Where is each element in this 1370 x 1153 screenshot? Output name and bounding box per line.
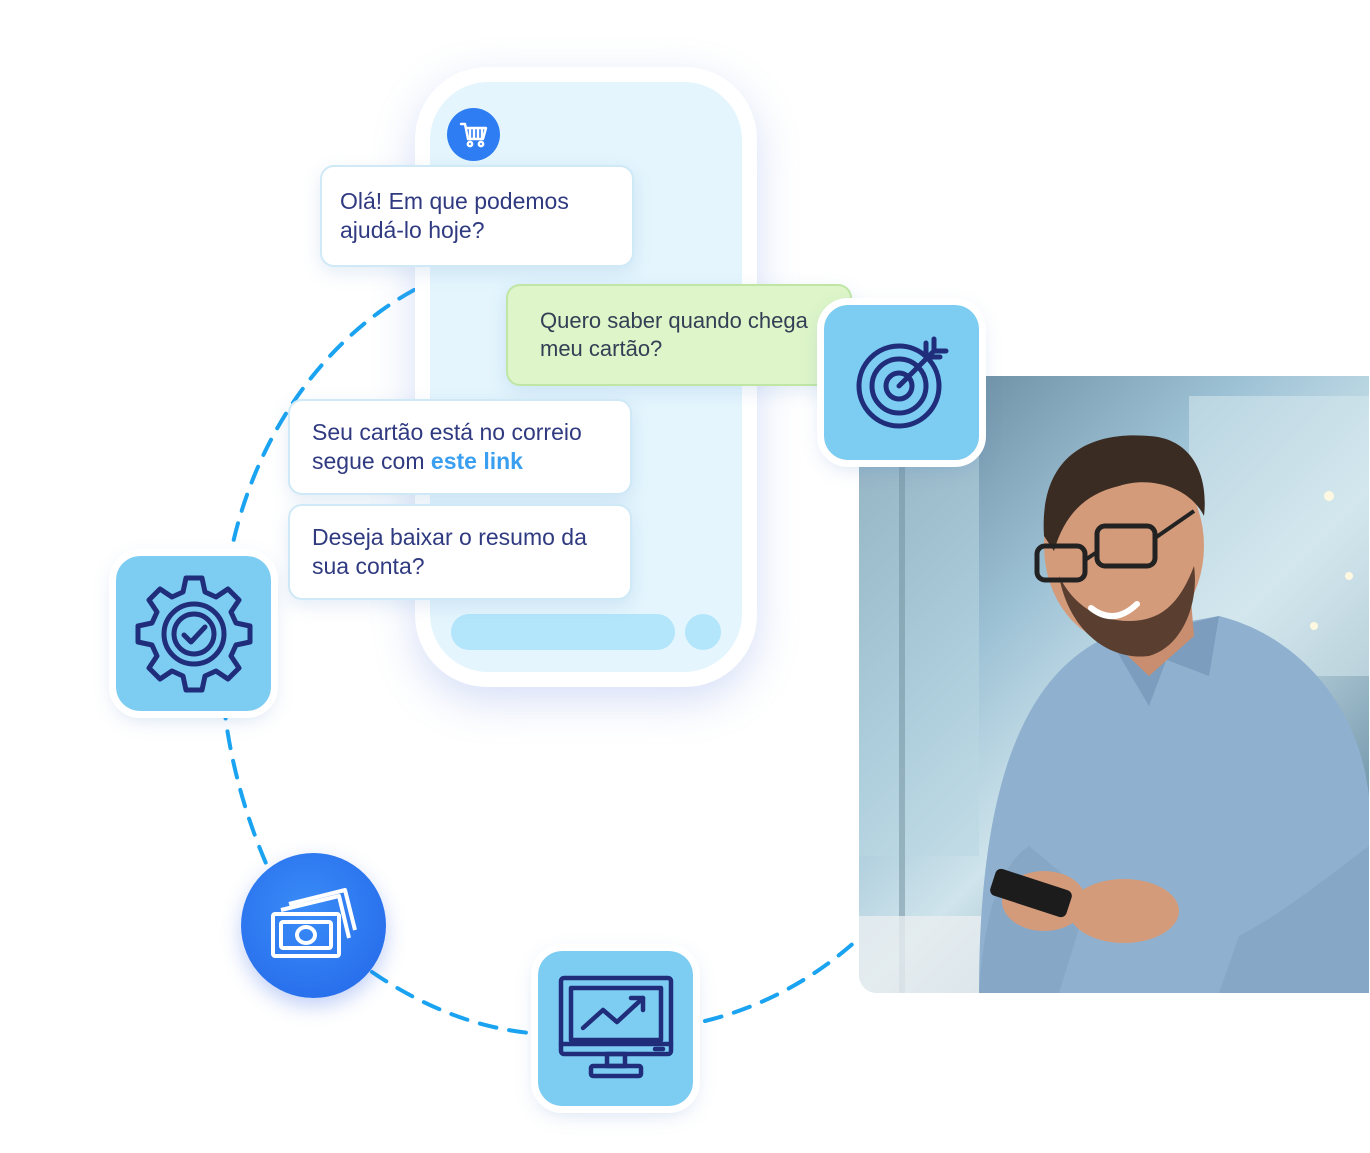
orbit-arc <box>703 938 859 1023</box>
gear-check-icon <box>135 575 252 692</box>
analytics-tile[interactable] <box>531 944 700 1113</box>
target-icon <box>856 336 948 428</box>
target-tile[interactable] <box>817 298 986 467</box>
chat-bubble-bot: Olá! Em que podemos ajudá-lo hoje? <box>320 165 634 267</box>
money-bills-icon <box>270 887 357 958</box>
chat-text: Olá! Em que podemos <box>340 188 569 214</box>
growth-chart-monitor-icon <box>558 975 673 1078</box>
orbit-arc <box>218 288 416 870</box>
chat-text: meu cartão? <box>540 336 663 361</box>
chat-bubble-user: Quero saber quando chega meu cartão? <box>506 284 852 386</box>
payments-circle[interactable] <box>241 853 386 998</box>
message-input[interactable] <box>451 614 675 650</box>
card-tracking-link[interactable]: este link <box>430 448 523 474</box>
chat-text: Quero saber quando chega <box>540 308 808 333</box>
chat-text: ajudá-lo hoje? <box>340 217 485 243</box>
chat-text: Deseja baixar o resumo da <box>312 524 587 550</box>
chat-text-line: segue com este link <box>312 447 608 476</box>
chat-text: Seu cartão está no correio <box>312 419 582 445</box>
chat-text: sua conta? <box>312 553 425 579</box>
chat-bubble-bot: Seu cartão está no correio segue com est… <box>288 399 632 495</box>
settings-tile[interactable] <box>109 549 278 718</box>
chat-text: segue com <box>312 448 425 474</box>
orbit-arc <box>370 970 532 1035</box>
man-using-phone-photo <box>859 376 1369 993</box>
shopping-cart-icon[interactable] <box>447 108 500 161</box>
chat-bubble-bot: Deseja baixar o resumo da sua conta? <box>288 504 632 600</box>
send-button[interactable] <box>685 614 721 650</box>
